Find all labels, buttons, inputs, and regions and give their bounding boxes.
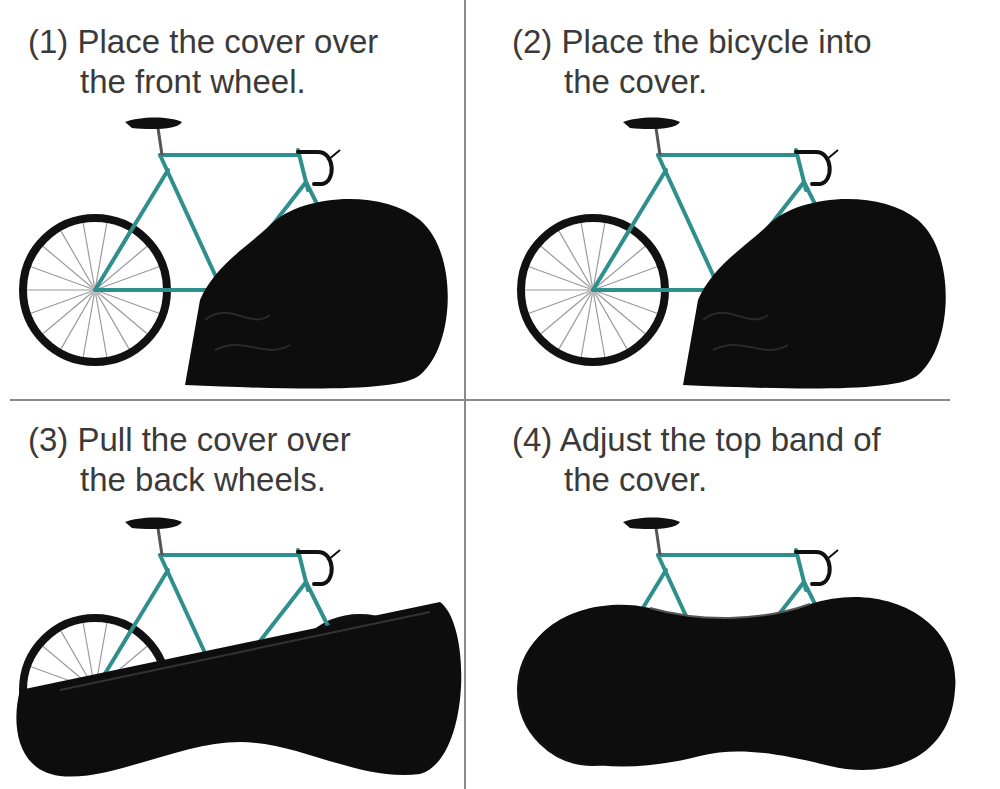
bike-cover [683, 199, 946, 389]
step-caption: (3) Pull the cover over the back wheels. [28, 420, 378, 499]
bike-cover [520, 597, 955, 770]
bike-cover [185, 199, 448, 389]
top-band [650, 604, 810, 618]
panel-divider [10, 399, 950, 401]
bike-cover [16, 602, 461, 777]
step-caption: (1) Place the cover over the front wheel… [28, 22, 403, 101]
step-caption: (4) Adjust the top band of the cover. [512, 420, 904, 499]
step-caption: (2) Place the bicycle into the cover. [512, 22, 892, 101]
panel-divider [464, 0, 466, 789]
